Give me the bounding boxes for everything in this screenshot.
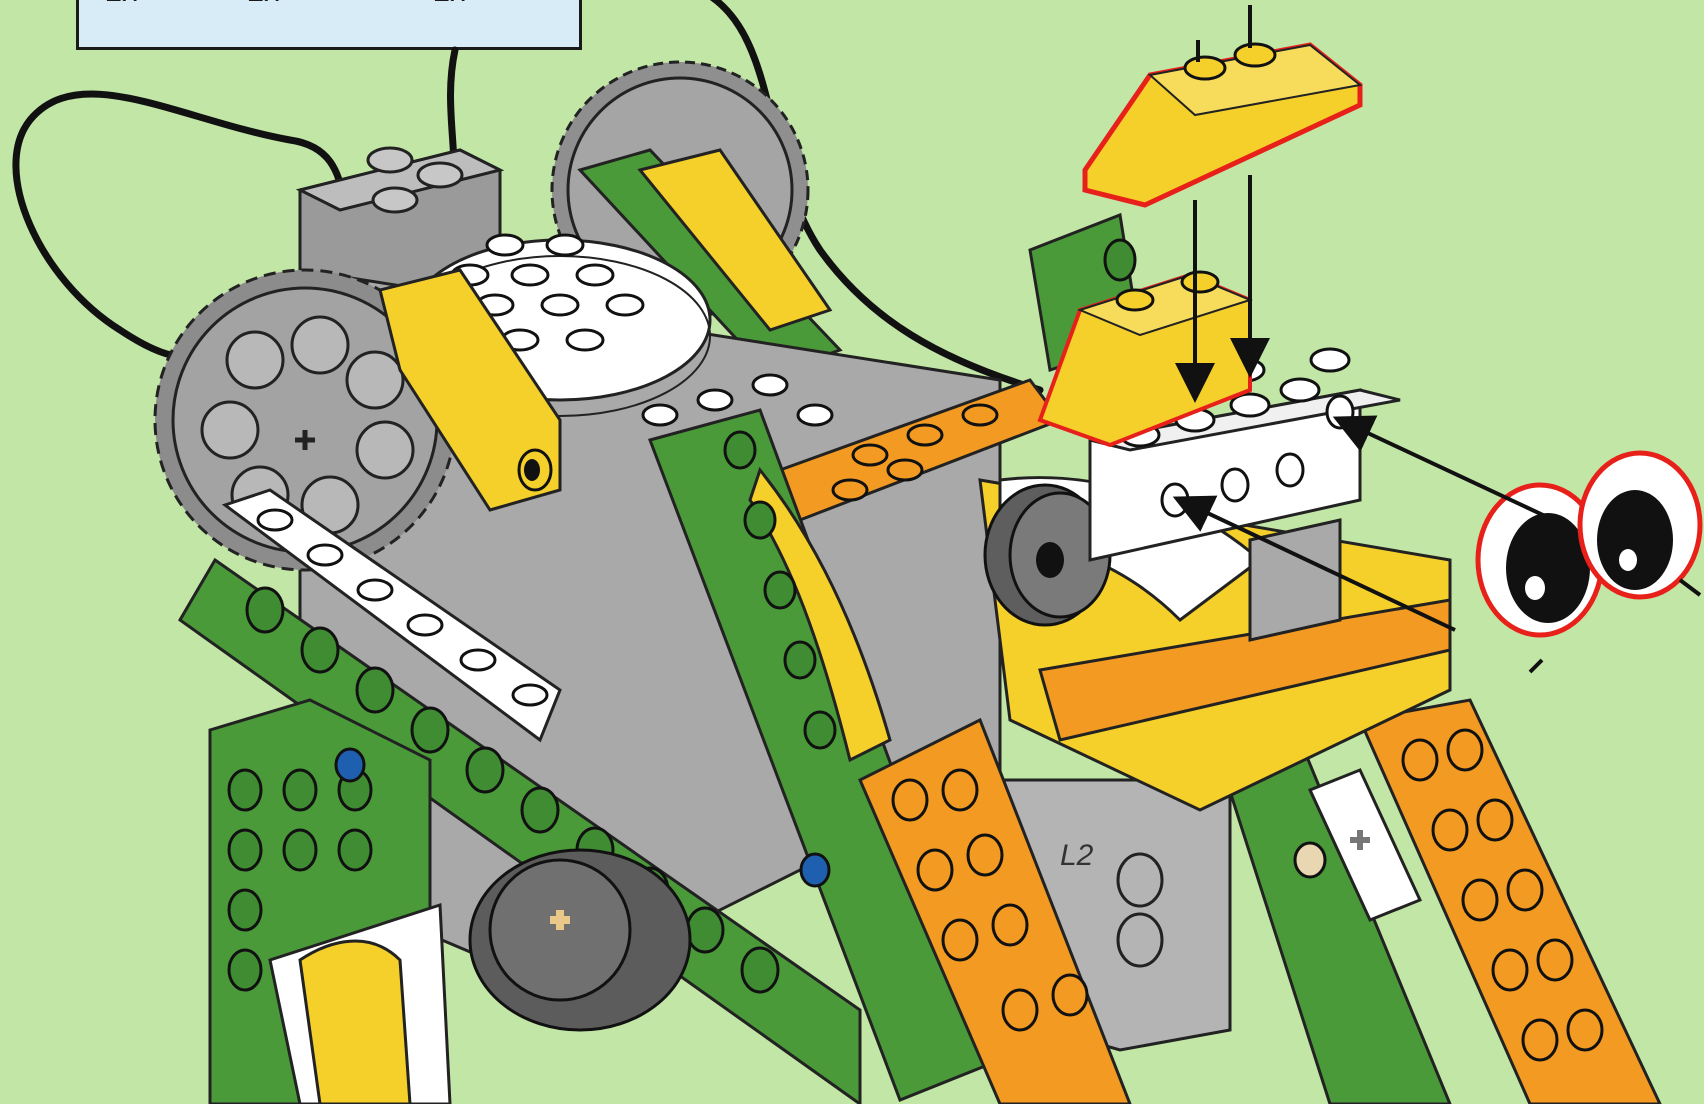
eye-tile-icon [1580,453,1700,597]
wheel [470,850,690,1030]
motor-port-label: L2 [1060,839,1094,872]
new-slope-piece-highlight [1085,5,1360,205]
yellow-curved-brick [300,941,410,1104]
